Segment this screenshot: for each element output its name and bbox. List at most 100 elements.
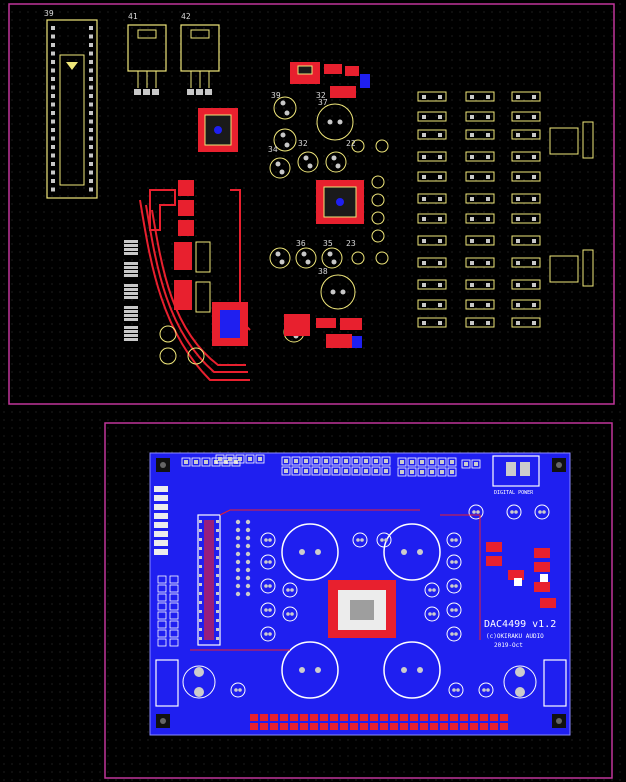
header-pin bbox=[235, 567, 241, 573]
resistor-pad bbox=[532, 261, 536, 265]
resistor-pad bbox=[486, 239, 490, 243]
connector-pin bbox=[124, 296, 138, 299]
edge-pin bbox=[154, 549, 168, 555]
resistor-outline bbox=[417, 171, 447, 182]
header-pin bbox=[360, 714, 368, 721]
header-pin-frame bbox=[157, 629, 167, 638]
cap-pad bbox=[268, 632, 272, 636]
header-pin bbox=[260, 714, 268, 721]
dip-pin bbox=[216, 619, 219, 622]
resistor-pad bbox=[470, 261, 474, 265]
resistor-pad bbox=[422, 155, 426, 159]
qfp-chip-upper[interactable] bbox=[198, 108, 238, 152]
edge-pin bbox=[154, 540, 168, 546]
bottom-pin-header[interactable] bbox=[250, 714, 508, 730]
cap-pad bbox=[268, 608, 272, 612]
smd-group-right[interactable] bbox=[486, 542, 556, 608]
cap-c1[interactable] bbox=[273, 96, 297, 120]
cap-pad bbox=[268, 560, 272, 564]
dip-pin bbox=[199, 556, 202, 559]
resistor-pad bbox=[516, 303, 520, 307]
cap-c7[interactable] bbox=[269, 247, 291, 269]
cap-c4[interactable] bbox=[297, 151, 319, 173]
resistor-outline bbox=[417, 235, 447, 246]
resistor-pad bbox=[486, 175, 490, 179]
small-cap bbox=[534, 504, 550, 520]
header-pin bbox=[248, 457, 252, 461]
header-pin bbox=[290, 714, 298, 721]
resistor-outline bbox=[511, 151, 541, 162]
cap-pad bbox=[432, 612, 436, 616]
header-pin bbox=[450, 723, 458, 730]
header-pin-frame bbox=[169, 602, 179, 611]
header-pin bbox=[490, 723, 498, 730]
capacitor-field: 39 32 37 34 32 22 36 35 23 38 bbox=[268, 91, 389, 343]
header-pin bbox=[330, 714, 338, 721]
power-terminal-left[interactable] bbox=[155, 659, 216, 707]
central-qfp-chip[interactable] bbox=[328, 580, 396, 638]
dip-pin bbox=[51, 77, 55, 81]
header-pin-frame bbox=[181, 457, 191, 467]
resistor-outline bbox=[465, 129, 495, 140]
resistor-header-field bbox=[417, 91, 594, 328]
resistor-pad bbox=[516, 115, 520, 119]
routed-trace-area bbox=[124, 180, 251, 381]
top-pin-headers[interactable] bbox=[181, 454, 481, 477]
header-pin-frame bbox=[301, 456, 311, 466]
digital-power-connector[interactable]: DIGITAL POWER bbox=[492, 455, 540, 496]
dip-pin bbox=[216, 529, 219, 532]
cap-c6[interactable] bbox=[325, 151, 347, 173]
resistor-pad bbox=[470, 283, 474, 287]
resistor-pad bbox=[486, 261, 490, 265]
regulator-41[interactable]: 41 bbox=[127, 12, 167, 95]
cap-c2[interactable] bbox=[273, 128, 297, 152]
cap-pad bbox=[450, 538, 454, 542]
dip-pin bbox=[89, 85, 93, 90]
header-pin bbox=[235, 519, 241, 525]
header-pin-frame bbox=[169, 629, 179, 638]
small-caps-ring[interactable] bbox=[230, 504, 550, 698]
cap-c5[interactable] bbox=[316, 103, 354, 141]
header-pin bbox=[364, 459, 368, 463]
cap-c9[interactable] bbox=[321, 247, 343, 269]
large-caps[interactable] bbox=[281, 523, 441, 699]
left-pin-headers[interactable] bbox=[154, 486, 251, 647]
header-pin bbox=[235, 583, 241, 589]
header-pin bbox=[245, 567, 251, 573]
header-pin-frame bbox=[235, 454, 245, 464]
header-pin-frame bbox=[381, 456, 391, 466]
header-pin bbox=[440, 723, 448, 730]
resistor-pad bbox=[516, 283, 520, 287]
resistor-outline bbox=[417, 279, 447, 290]
connector-pin bbox=[124, 252, 138, 255]
dip-ic-39[interactable]: 39 bbox=[44, 9, 98, 199]
edge-pin bbox=[154, 522, 168, 528]
header-pin bbox=[304, 469, 308, 473]
dip-pin bbox=[89, 26, 93, 30]
resistor-pad bbox=[516, 133, 520, 137]
header-pin-frame bbox=[341, 466, 351, 476]
resistor-pad bbox=[470, 239, 474, 243]
small-cap bbox=[282, 606, 298, 622]
header-pin bbox=[320, 723, 328, 730]
dip-socket-bottom[interactable] bbox=[197, 514, 221, 646]
cap-c3[interactable] bbox=[269, 157, 291, 179]
header-pin bbox=[480, 714, 488, 721]
header-pin bbox=[314, 459, 318, 463]
resistor-outline bbox=[465, 111, 495, 122]
small-cap bbox=[424, 582, 440, 598]
resistor-outline bbox=[417, 257, 447, 268]
cap-small-column[interactable] bbox=[351, 139, 389, 265]
resistor-pad bbox=[438, 133, 442, 137]
header-pin bbox=[440, 470, 444, 474]
header-pin bbox=[330, 723, 338, 730]
header-pin bbox=[410, 460, 414, 464]
resistor-outline bbox=[511, 91, 541, 102]
cap-c10[interactable] bbox=[320, 274, 356, 310]
power-terminal-right[interactable] bbox=[503, 659, 567, 707]
cap-c8[interactable] bbox=[295, 247, 317, 269]
qfp-chip-center[interactable] bbox=[316, 180, 364, 224]
resistor-pad bbox=[532, 303, 536, 307]
regulator-42[interactable]: 42 bbox=[180, 12, 220, 95]
dip-pin bbox=[216, 610, 219, 613]
